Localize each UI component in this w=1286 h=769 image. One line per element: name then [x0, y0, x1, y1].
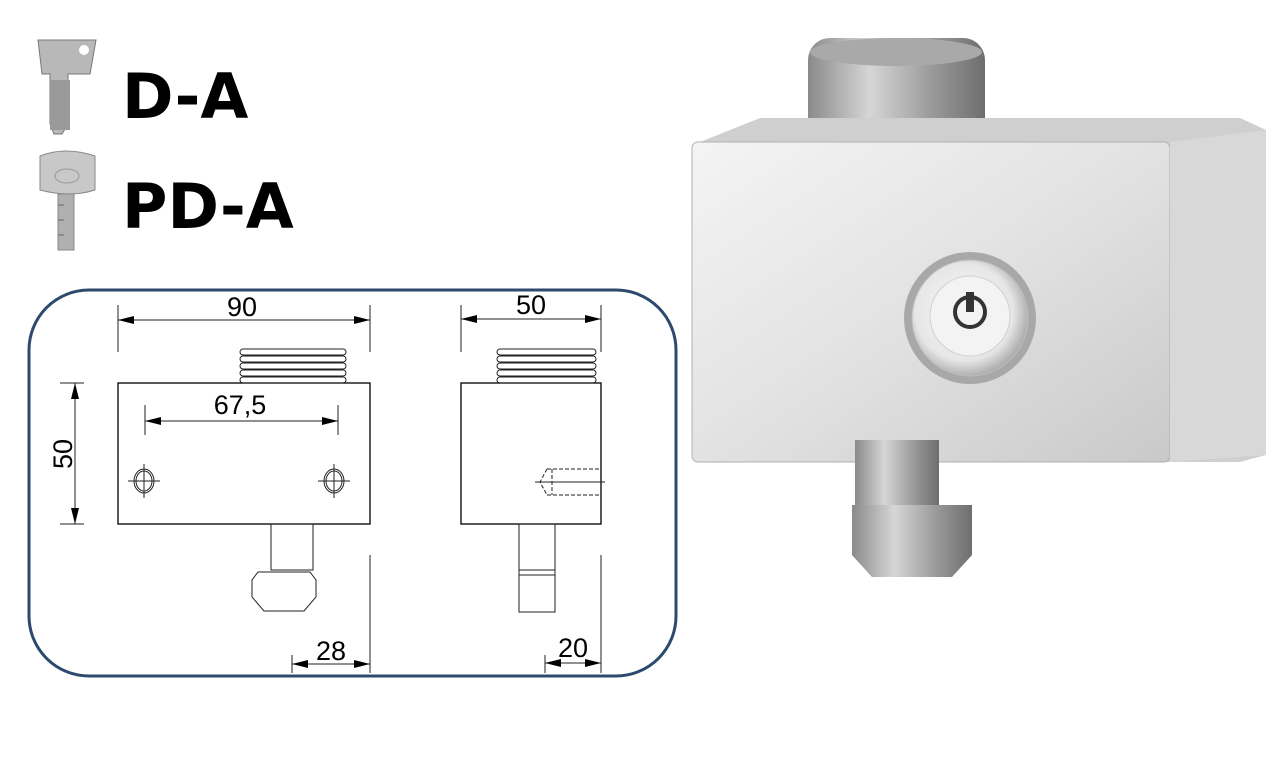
key-icon-d-a	[37, 39, 97, 135]
dim-width-90: 90	[227, 292, 257, 322]
dim-depth-50: 50	[516, 290, 546, 320]
model-label-d-a: D-A	[122, 60, 248, 133]
model-label-pd-a: PD-A	[122, 170, 294, 243]
key-icon-pd-a	[39, 150, 96, 251]
dim-pin-offset-28: 28	[316, 636, 346, 666]
drawing-frame	[27, 288, 678, 678]
dim-hole-spacing: 67,5	[214, 390, 267, 420]
dim-height-50: 50	[48, 439, 78, 469]
dim-pin-offset-20: 20	[558, 633, 588, 663]
product-photo-lock	[691, 38, 1266, 577]
side-view	[460, 305, 605, 673]
front-view	[60, 305, 371, 673]
